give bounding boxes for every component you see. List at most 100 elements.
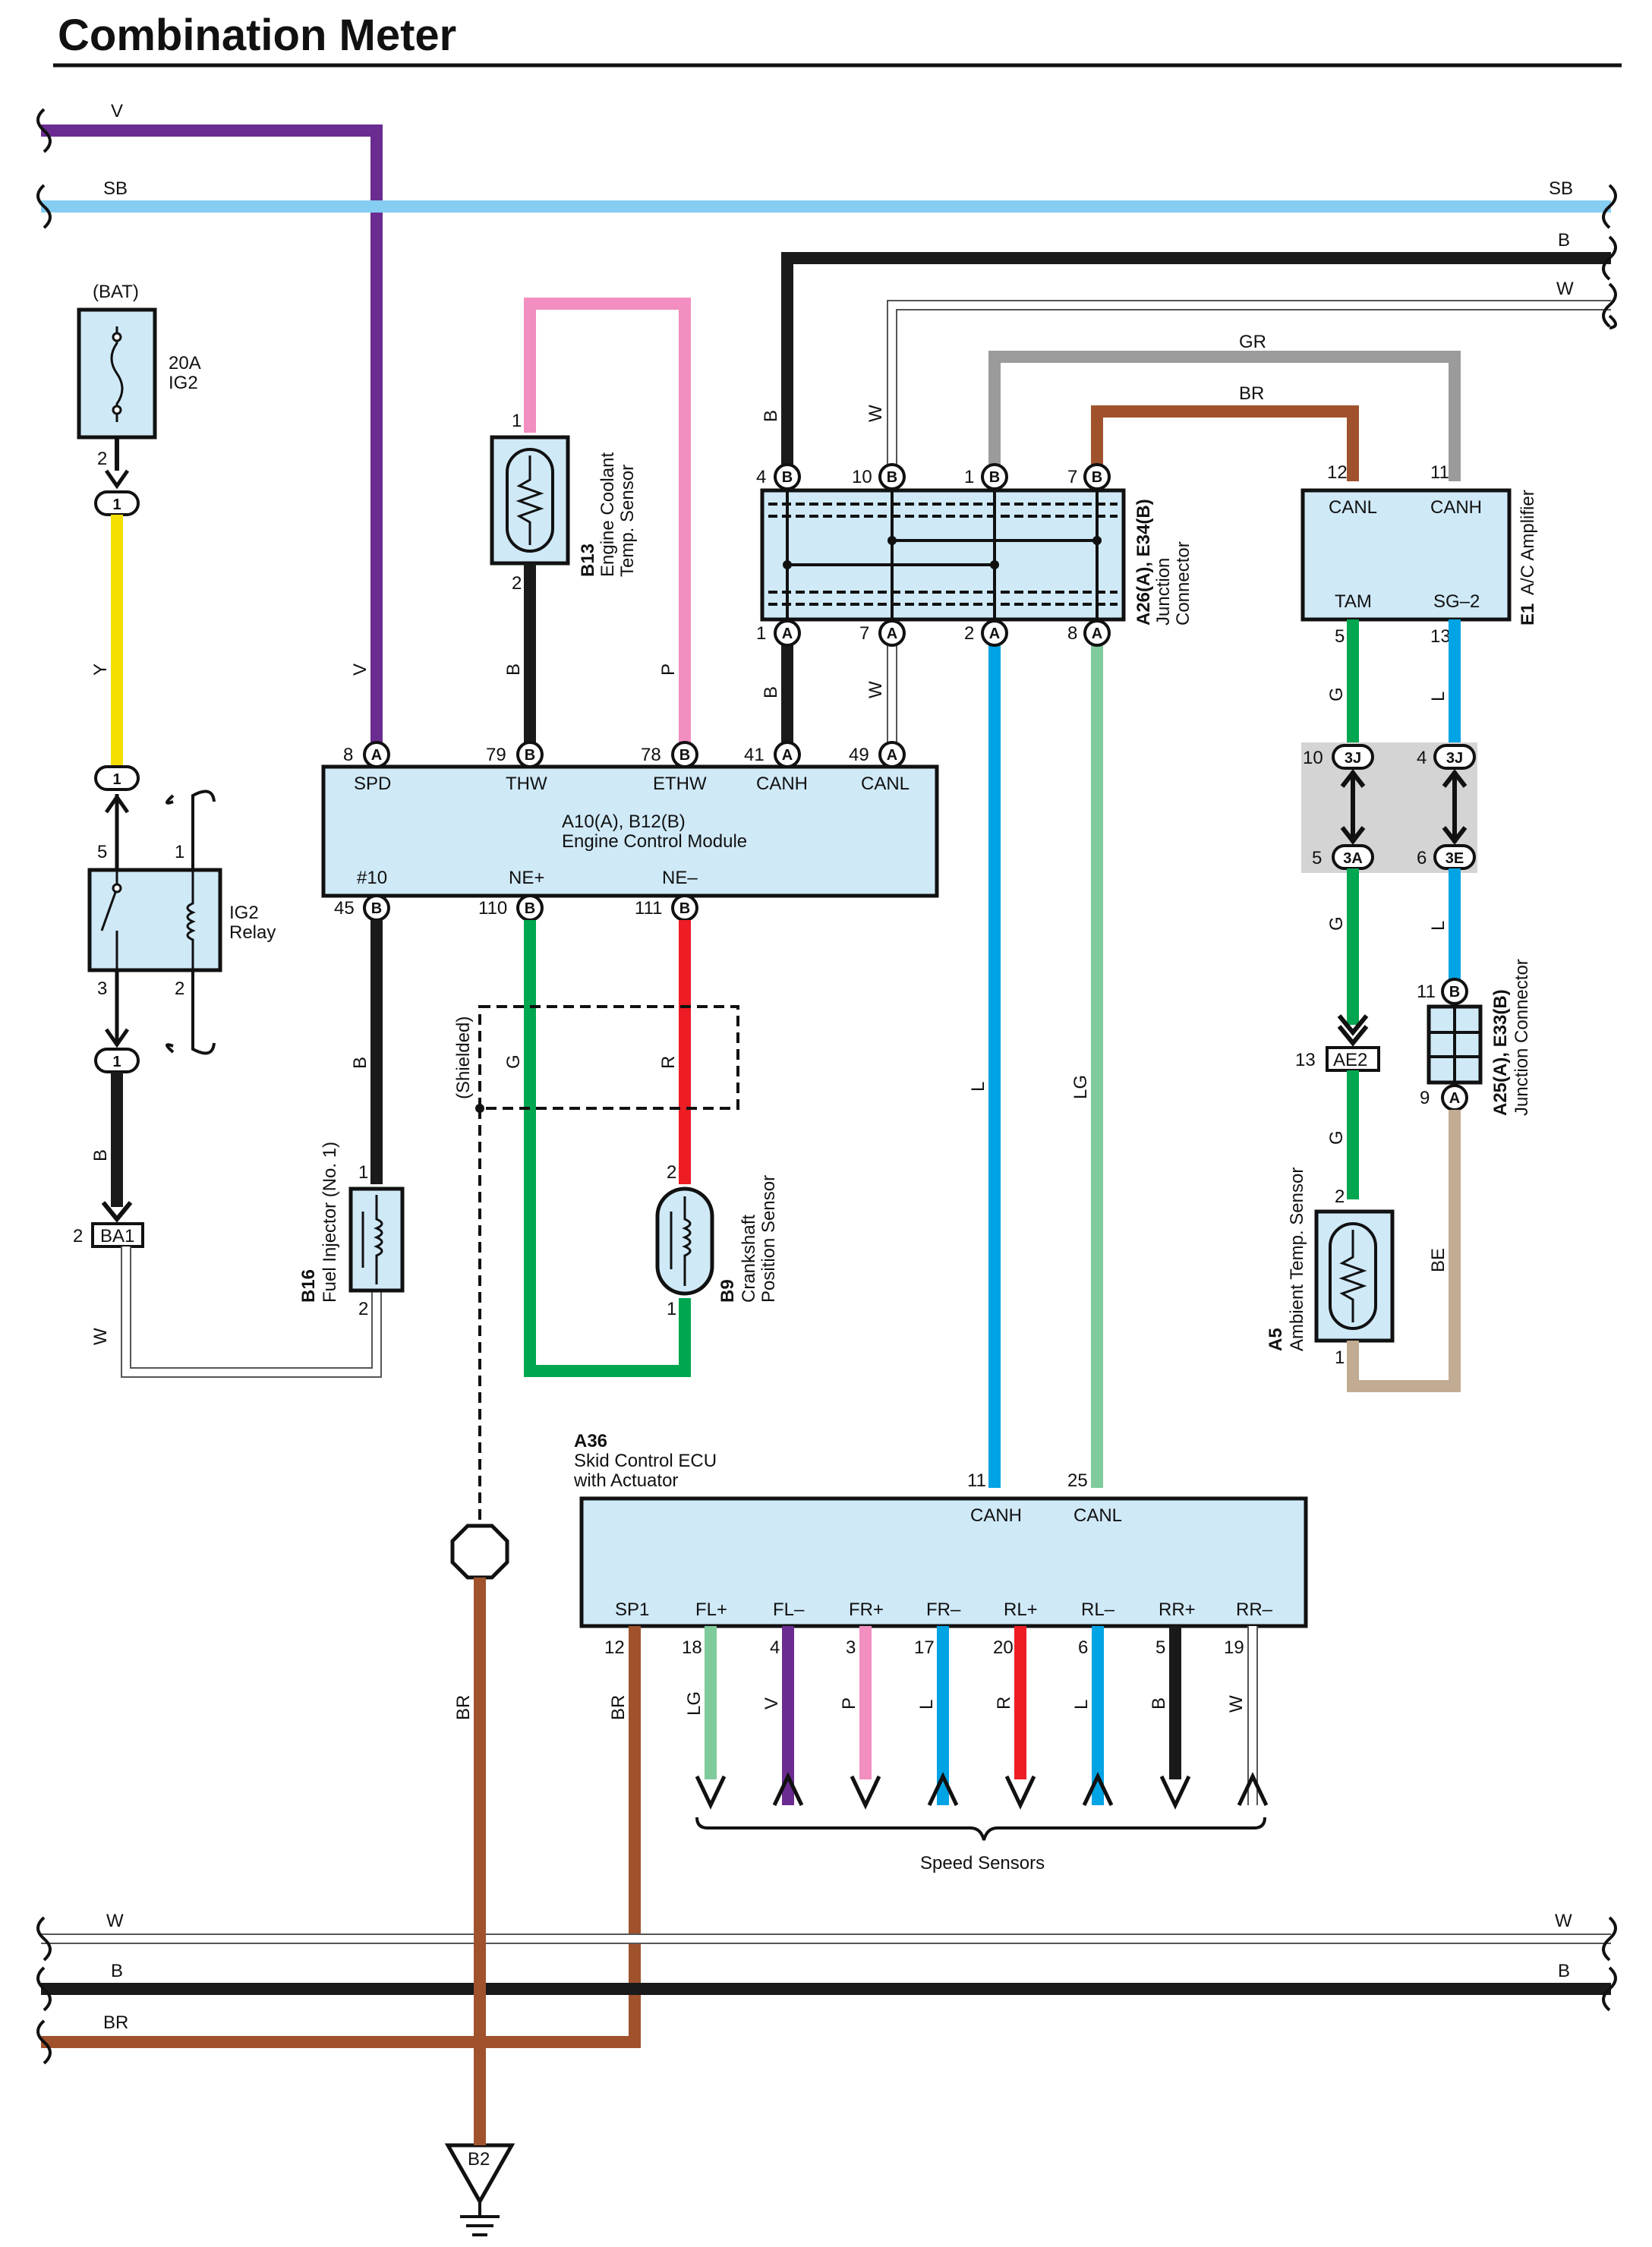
wire-label-g-mid: G xyxy=(1326,916,1347,931)
svg-text:49: 49 xyxy=(849,745,869,765)
crank-pin-bot: 1 xyxy=(667,1299,676,1319)
svg-text:A: A xyxy=(782,747,793,764)
svg-text:17: 17 xyxy=(914,1637,935,1658)
ac-amp-name: A/C Amplifier xyxy=(1518,490,1538,595)
speed-sensors-brace xyxy=(695,1817,1266,1841)
connector-3j-a xyxy=(1332,744,1374,770)
svg-text:B: B xyxy=(679,747,690,764)
bus-label-w-bottom-left: W xyxy=(106,1911,124,1931)
svg-text:B: B xyxy=(679,900,690,917)
svg-text:B: B xyxy=(371,900,382,917)
svg-text:3J: 3J xyxy=(1345,750,1361,767)
junction-top-name: Junction xyxy=(1153,558,1174,626)
svg-text:1: 1 xyxy=(112,771,121,788)
thermistor-icon xyxy=(506,448,554,553)
ground-symbol-icon xyxy=(460,2201,500,2236)
svg-text:P: P xyxy=(839,1697,859,1710)
svg-text:NE+: NE+ xyxy=(509,868,544,888)
speed-sensor-wires xyxy=(705,1626,1258,1805)
speed-sensor-arrows xyxy=(695,1772,1269,1810)
wire-label-r-ne: R xyxy=(658,1056,679,1069)
speed-sensor-wire-labels: LG V P L R L B W xyxy=(684,1691,1247,1716)
relay-coil-icon xyxy=(186,870,196,970)
crank-sensor-name: Crankshaft xyxy=(739,1215,759,1303)
svg-text:4: 4 xyxy=(770,1637,780,1658)
bus-label-b-bottom-right: B xyxy=(1558,1961,1570,1981)
svg-text:1: 1 xyxy=(112,1054,121,1070)
ground-splice-icon xyxy=(450,1524,509,1580)
svg-text:9: 9 xyxy=(1420,1088,1430,1108)
junction-top-id: A26(A), E34(B) xyxy=(1133,499,1154,626)
shielded-label: (Shielded) xyxy=(453,1016,474,1099)
skid-canl: CANL xyxy=(1073,1505,1122,1526)
svg-text:FR+: FR+ xyxy=(849,1599,884,1620)
svg-text:79: 79 xyxy=(486,745,506,765)
ecm-id: A10(A), B12(B) xyxy=(562,812,686,832)
fuse-label: IG2 xyxy=(169,373,198,393)
ecm-bottom-labels: #10 NE+ NE– xyxy=(357,868,698,888)
connector-ba1-pin: 2 xyxy=(73,1226,83,1246)
svg-text:B: B xyxy=(989,469,1000,486)
svg-text:10: 10 xyxy=(852,467,872,487)
ecm-top-labels: SPD THW ETHW CANH CANL xyxy=(354,774,910,794)
ac-amp-tam: TAM xyxy=(1335,591,1372,612)
junction-mid-pin-5: 5 xyxy=(1312,848,1322,868)
svg-text:B: B xyxy=(1149,1697,1169,1710)
relay-pin-3: 3 xyxy=(97,979,107,999)
wire-label-br-top: BR xyxy=(1239,383,1264,404)
wire-label-be: BE xyxy=(1428,1248,1449,1272)
ecm-bottom-pins: B 45 B 110 B 111 xyxy=(334,894,698,922)
skid-canh: CANH xyxy=(970,1505,1022,1526)
junction-top-box xyxy=(760,488,1126,622)
relay-name2: Relay xyxy=(229,922,276,943)
svg-text:41: 41 xyxy=(744,745,765,765)
ecm-name: Engine Control Module xyxy=(562,831,747,852)
speed-sensors-label: Speed Sensors xyxy=(920,1853,1045,1874)
svg-text:B: B xyxy=(782,469,793,486)
svg-text:5: 5 xyxy=(1155,1637,1165,1658)
svg-text:A: A xyxy=(989,626,1000,642)
svg-text:18: 18 xyxy=(682,1637,702,1658)
ac-amplifier-box xyxy=(1300,488,1512,622)
coolant-pin-top: 1 xyxy=(512,411,522,431)
bus-label-sb-left: SB xyxy=(103,178,128,199)
wire-label-br-sp1: BR xyxy=(608,1695,629,1720)
svg-text:11: 11 xyxy=(1417,982,1436,1002)
svg-text:FR–: FR– xyxy=(926,1599,961,1620)
svg-text:V: V xyxy=(761,1697,782,1710)
injector-coil-icon xyxy=(361,1195,383,1284)
crank-sensor-id: B9 xyxy=(717,1279,738,1303)
relay-pin-5: 5 xyxy=(97,842,107,862)
arrow-up-icon xyxy=(1237,1772,1269,1807)
junction-top-name2: Connector xyxy=(1173,541,1193,626)
svg-text:CANH: CANH xyxy=(756,774,808,794)
ambient-sensor-id: A5 xyxy=(1266,1328,1286,1351)
coolant-sensor-id: B13 xyxy=(578,544,598,577)
bus-label-b: B xyxy=(1558,230,1570,251)
ecm-box xyxy=(321,764,939,898)
arrow-up-icon xyxy=(772,1772,804,1807)
svg-text:SPD: SPD xyxy=(354,774,391,794)
arrow-down-icon xyxy=(1337,1014,1369,1036)
ambient-sensor-name: Ambient Temp. Sensor xyxy=(1287,1168,1307,1351)
svg-text:RL+: RL+ xyxy=(1004,1599,1038,1620)
ac-amp-pin-11: 11 xyxy=(1430,462,1449,483)
coolant-pin-bot: 2 xyxy=(512,573,522,594)
junction-top-pins: B 4 B 10 B 1 B 7 A 1 A 7 A 2 A 8 xyxy=(756,463,1111,647)
svg-text:B: B xyxy=(525,900,535,917)
svg-text:LG: LG xyxy=(684,1691,705,1716)
ambient-pin-bot: 1 xyxy=(1335,1347,1345,1368)
bus-lines-top xyxy=(36,108,1617,752)
wire-label-l-sg: L xyxy=(1428,692,1449,701)
svg-text:3: 3 xyxy=(846,1637,856,1658)
wire-label-g-sensor: G xyxy=(1326,1130,1347,1145)
wire-label-w-jc: W xyxy=(865,405,886,422)
ac-amp-pin-5: 5 xyxy=(1335,626,1345,647)
skid-ecu-name2: with Actuator xyxy=(573,1470,678,1491)
relay-pin-1: 1 xyxy=(175,842,184,862)
bus-label-w-bottom-right: W xyxy=(1555,1911,1572,1931)
svg-text:B: B xyxy=(1449,984,1460,1001)
svg-text:6: 6 xyxy=(1078,1637,1088,1658)
thermistor-icon xyxy=(1329,1222,1377,1330)
arrow-down-icon xyxy=(850,1775,881,1810)
